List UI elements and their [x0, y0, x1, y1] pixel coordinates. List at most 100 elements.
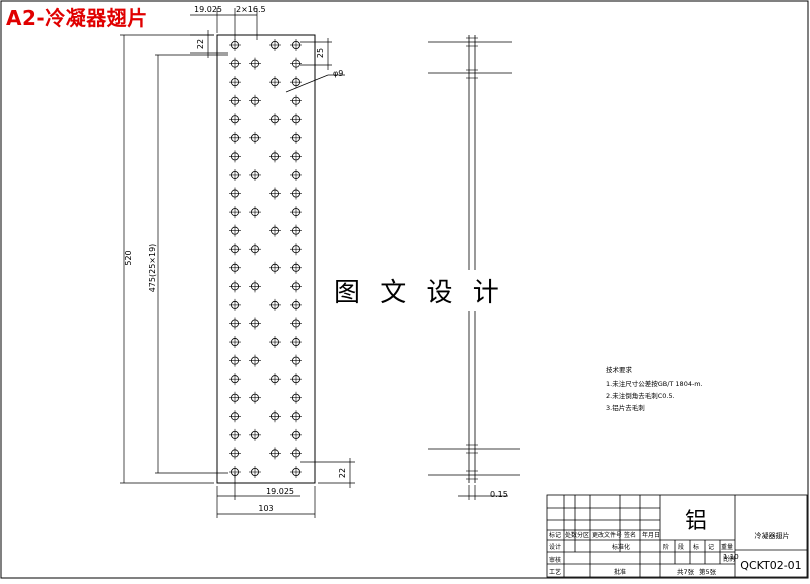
fin-hole: [269, 150, 281, 163]
fin-hole: [290, 94, 302, 107]
fin-hole: [249, 206, 261, 219]
fin-hole: [229, 39, 241, 51]
dim-bottom-margin: [300, 458, 355, 488]
fin-hole: [269, 187, 281, 200]
fin-hole: [229, 373, 241, 386]
fin-hole: [229, 168, 241, 181]
dim-top-left-pitch-label: 19.025: [194, 5, 222, 14]
fin-hole: [290, 466, 302, 478]
side-view-hole-marks: [466, 37, 478, 480]
fin-hole: [290, 410, 302, 423]
fin-hole: [290, 391, 302, 404]
fin-hole: [249, 317, 261, 330]
dim-top-pitch: [190, 8, 258, 40]
title-block-stage-2: 段: [678, 543, 684, 551]
title-block-header-6: 年月日: [642, 531, 660, 539]
fin-hole: [290, 280, 302, 293]
dim-top-margin-label: 22: [196, 39, 205, 49]
dim-overall-height-label: 520: [124, 250, 133, 265]
title-block: [546, 494, 808, 578]
fin-hole: [290, 261, 302, 274]
title-block-scale: 1:10: [723, 553, 739, 561]
notes-line-1: 1.未注尺寸公差按GB/T 1804-m.: [606, 379, 703, 388]
title-block-header-3: 分区: [577, 531, 589, 539]
fin-hole: [229, 354, 241, 367]
fin-hole: [229, 280, 241, 293]
sheet-title: A2-冷凝器翅片: [6, 6, 148, 30]
fin-plate-outline: [216, 34, 316, 484]
fin-hole: [229, 428, 241, 441]
fin-hole: [269, 261, 281, 274]
fin-hole: [269, 373, 281, 386]
fin-hole: [249, 466, 261, 478]
side-view: [428, 35, 520, 483]
notes-line-3: 3.铝片去毛刺: [606, 403, 645, 412]
title-block-sheet-no: 第5张: [699, 567, 717, 576]
title-block-stage-5: 重量: [721, 543, 733, 551]
title-block-header-4: 更改文件号: [592, 531, 622, 539]
fin-hole: [249, 168, 261, 181]
title-block-role-design: 设计: [549, 543, 561, 551]
dim-bottom-margin-label: 22: [338, 468, 347, 478]
fin-hole: [290, 39, 302, 51]
fin-hole: [269, 336, 281, 349]
dim-hole-diameter-leader: [285, 74, 345, 93]
fin-hole: [269, 298, 281, 311]
fin-hole: [229, 131, 241, 144]
fin-hole: [229, 150, 241, 163]
title-block-std-label: 标准化: [612, 543, 630, 551]
fin-hole: [290, 354, 302, 367]
fin-hole: [249, 57, 261, 70]
fin-hole: [229, 447, 241, 460]
dim-hole-diameter-label: φ9: [333, 69, 343, 78]
title-block-stage-1: 阶: [663, 543, 669, 551]
fin-hole: [229, 224, 241, 237]
dim-row-pitch-label: 25: [316, 48, 325, 58]
hole-pattern: [229, 39, 302, 478]
title-block-stage-3: 标: [693, 543, 699, 551]
fin-hole: [229, 187, 241, 200]
fin-hole: [249, 354, 261, 367]
dim-bottom-pitch: [216, 473, 316, 518]
title-block-header-5: 签名: [624, 531, 636, 539]
title-block-approve-label: 批准: [614, 568, 626, 576]
dim-thickness-label: 0.15: [490, 490, 508, 499]
fin-hole: [290, 243, 302, 256]
fin-hole: [290, 298, 302, 311]
dim-thickness: [458, 485, 508, 500]
fin-hole: [290, 76, 302, 89]
fin-hole: [290, 373, 302, 386]
title-block-part-name: 冷凝器翅片: [755, 531, 790, 540]
fin-hole: [229, 410, 241, 423]
fin-hole: [249, 131, 261, 144]
fin-hole: [290, 131, 302, 144]
fin-hole: [229, 76, 241, 89]
fin-hole: [229, 336, 241, 349]
dim-top-margin: [190, 30, 228, 58]
fin-hole: [290, 150, 302, 163]
dim-row-pitch: [300, 38, 332, 70]
fin-hole: [249, 391, 261, 404]
title-block-role-review: 审核: [549, 556, 561, 564]
fin-hole: [269, 410, 281, 423]
title-block-header-2: 处数: [565, 531, 577, 539]
fin-hole: [290, 317, 302, 330]
fin-hole: [269, 224, 281, 237]
dim-hole-span-label: 475(25×19): [148, 244, 157, 293]
fin-hole: [229, 94, 241, 107]
fin-hole: [290, 336, 302, 349]
notes-line-2: 2.未注倒角去毛刺C0.5.: [606, 391, 675, 400]
fin-hole: [229, 57, 241, 70]
fin-hole: [249, 94, 261, 107]
fin-hole: [290, 224, 302, 237]
fin-hole: [269, 113, 281, 126]
dim-overall-width-label: 103: [258, 504, 273, 513]
fin-hole: [249, 243, 261, 256]
fin-hole: [229, 391, 241, 404]
fin-hole: [249, 428, 261, 441]
title-block-drawing-no: QCKT02-01: [740, 559, 801, 572]
title-block-sheets-total: 共7张: [677, 567, 695, 576]
